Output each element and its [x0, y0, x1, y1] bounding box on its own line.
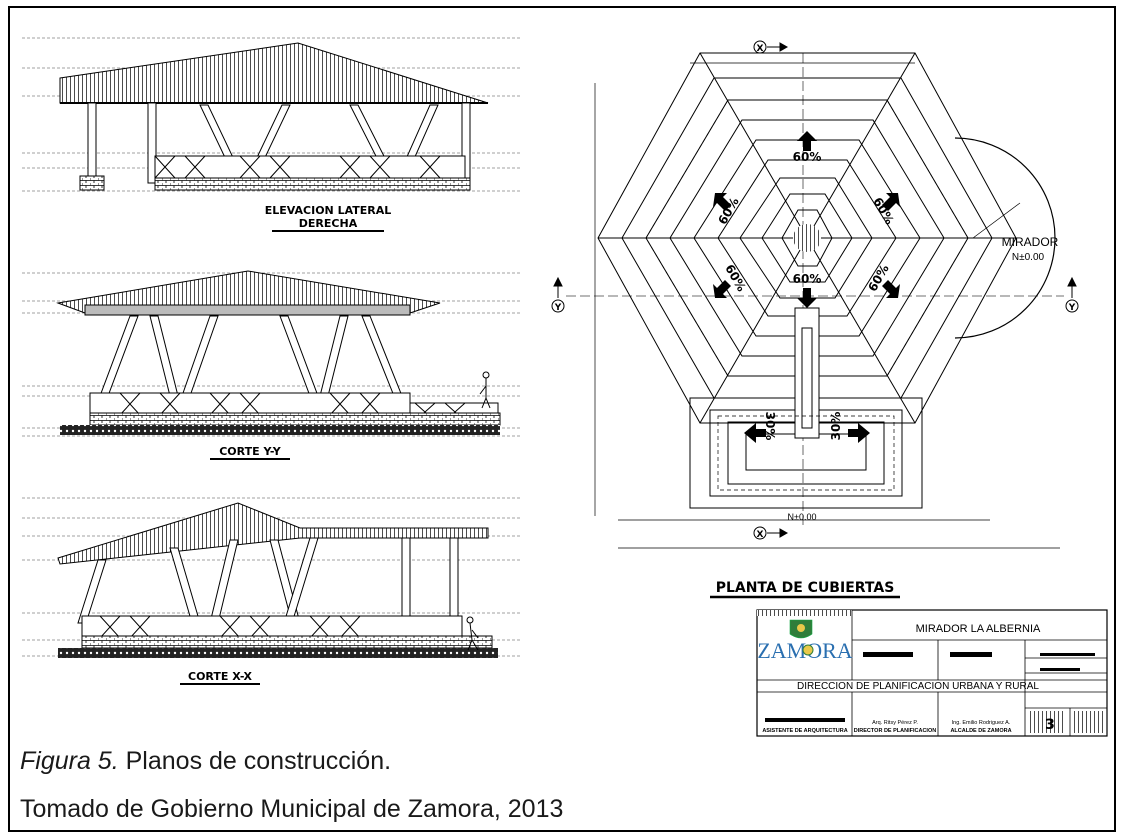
signer2-role: DIRECTOR DE PLANIFICACION [854, 728, 936, 734]
elevation-drawing: ELEVACION LATERAL DERECHA [22, 37, 520, 232]
slope-label-wing-left: 30% [763, 412, 777, 441]
mirador-level: N±0.00 [1012, 252, 1045, 263]
signer3-name: Ing. Emilio Rodriguez A. [952, 720, 1011, 726]
title-block: ZAMORA MIRADOR LA ALBERNIA DIRECCION DE … [756, 609, 1108, 737]
roof-plan-drawing: X X Y Y [551, 40, 1079, 599]
section-yy-title: CORTE Y-Y [219, 445, 282, 458]
slope-label-wing-right: 30% [829, 412, 843, 441]
section-xx-title: CORTE X-X [188, 670, 252, 683]
slope-label-center: 60% [793, 272, 822, 286]
roof-plan-title: PLANTA DE CUBIERTAS [716, 580, 895, 596]
sheet-number: 3 [1045, 717, 1055, 733]
figure-frame [8, 6, 1116, 832]
signer1-role: ASISTENTE DE ARQUITECTURA [762, 728, 847, 734]
slope-label-top: 60% [793, 150, 822, 164]
section-mark-x-top: X [757, 44, 764, 54]
section-mark-y-right: Y [1068, 303, 1076, 313]
figure-label: Figura 5. [20, 747, 119, 775]
zamora-logo: ZAMORA [757, 619, 853, 663]
section-mark-x-bottom: X [757, 530, 764, 540]
elevation-title-line2: DERECHA [299, 217, 358, 230]
figure-source: Tomado de Gobierno Municipal de Zamora, … [20, 795, 564, 823]
mirador-label: MIRADOR [1002, 235, 1059, 249]
figure-text: Planos de construcción. [125, 747, 392, 775]
bottom-level: N±0.00 [788, 512, 817, 522]
section-mark-y-left: Y [554, 303, 562, 313]
construction-drawings: ELEVACION LATERAL DERECHA [22, 37, 1108, 737]
elevation-title-line1: ELEVACION LATERAL [265, 204, 392, 217]
signer3-role: ALCALDE DE ZAMORA [950, 728, 1011, 734]
signer2-name: Arq. Ritsy Pérez P. [872, 720, 918, 726]
figure-caption: Figura 5. Planos de construcción. [20, 747, 391, 776]
project-name: MIRADOR LA ALBERNIA [916, 623, 1041, 635]
section-yy-drawing: CORTE Y-Y [22, 270, 520, 460]
department-name: DIRECCION DE PLANIFICACION URBANA Y RURA… [797, 681, 1039, 692]
section-xx-drawing: CORTE X-X [22, 497, 520, 685]
